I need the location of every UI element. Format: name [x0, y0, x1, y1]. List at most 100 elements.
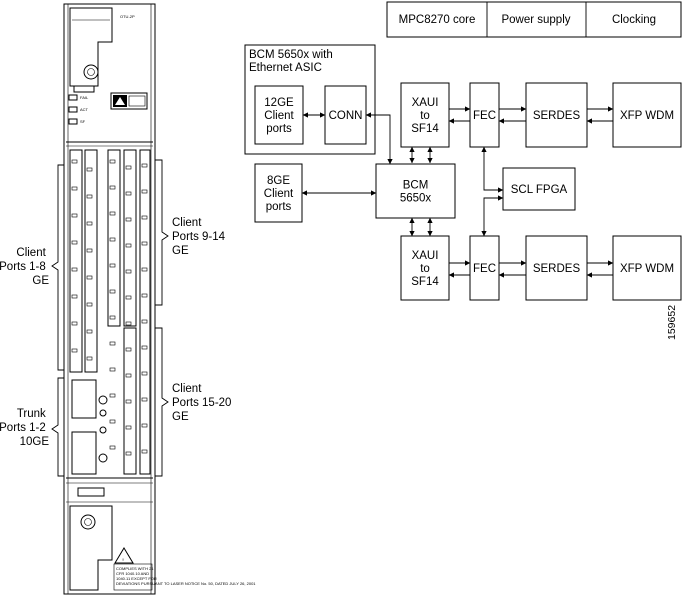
client-port-led	[109, 211, 116, 216]
client-port-led	[86, 302, 93, 307]
block-fec-bottom: FEC	[469, 235, 500, 301]
block-serdes-bottom: SERDES	[525, 235, 588, 301]
block-serdes-bottom-label: SERDES	[533, 263, 581, 275]
block-conn: CONN	[324, 85, 367, 145]
client-port-led	[141, 293, 148, 298]
port-column-15-20	[123, 327, 137, 475]
block-conn-box	[324, 85, 367, 145]
client-port-led	[86, 329, 93, 334]
client-port-led	[109, 159, 116, 164]
callout-client-1-8: Client Ports 1-8 GE	[0, 164, 64, 371]
block-xaui-bottom-label: XAUI	[412, 250, 439, 262]
client-port-led	[141, 449, 148, 454]
led-fail-label: FAIL	[80, 95, 89, 100]
client-port-led	[125, 165, 132, 170]
client-port-led	[141, 215, 148, 220]
block-bcm-label: 5650x	[400, 193, 432, 205]
trunk-port-2-led	[98, 453, 108, 463]
block-client12-label: 12GE	[264, 97, 294, 109]
bottom-ejector-latch[interactable]	[69, 505, 113, 591]
client-port-led	[71, 348, 78, 353]
block-client8-label: ports	[266, 201, 292, 213]
link-scl-fec-bottom	[481, 195, 504, 237]
link-conn-bcm	[365, 112, 393, 165]
port-column-right	[139, 149, 151, 475]
client-port-led	[109, 263, 116, 268]
client-port-led	[125, 243, 132, 248]
figure-id: 159652	[666, 305, 678, 340]
block-xfp-bottom: XFP WDM	[612, 235, 682, 301]
top-ejector-latch[interactable]	[69, 7, 113, 93]
client-port-led	[71, 240, 78, 245]
trunk-port-2[interactable]	[71, 431, 97, 475]
client-port-led	[141, 163, 148, 168]
compliance-text: COMPLIES WITH 21 CFR 1040.10 AND 1040.11…	[116, 566, 256, 586]
client-port-led	[125, 373, 132, 378]
block-xfp-bottom-box	[612, 235, 682, 301]
trunk-port-section	[71, 379, 108, 475]
callout-trunk-1-2: Trunk Ports 1-2 10GE	[0, 377, 64, 477]
client-port-led	[125, 269, 132, 274]
client-port-led	[86, 356, 93, 361]
client-port-led	[71, 321, 78, 326]
block-clocking: Clocking	[612, 14, 656, 26]
client-port-led	[141, 189, 148, 194]
client-port-led	[109, 341, 116, 346]
block-xfp-top-box	[612, 82, 682, 148]
block-client8-label: Client	[264, 188, 294, 200]
connectors	[301, 106, 614, 278]
client-port-led	[125, 347, 132, 352]
client-port-led	[141, 397, 148, 402]
client-port-led	[125, 399, 132, 404]
block-client12-label: ports	[266, 123, 292, 135]
laser-warning-label	[110, 92, 148, 110]
card-header-text: OTU-2P	[120, 14, 135, 19]
client-port-led	[109, 185, 116, 190]
led-act-label: ACT	[80, 107, 89, 112]
callout-client-1-8-label: Client Ports 1-8 GE	[0, 247, 49, 287]
block-xaui-top-label: SF14	[411, 123, 439, 135]
block-xaui-bottom-label: to	[420, 263, 430, 275]
block-serdes-bottom-box	[525, 235, 588, 301]
client-port-led	[71, 294, 78, 299]
client-port-led	[141, 319, 148, 324]
block-client8-box	[254, 163, 303, 223]
block-xaui-top-label: XAUI	[412, 97, 439, 109]
block-serdes-top-label: SERDES	[533, 110, 581, 122]
block-fec-bottom-label: FEC	[473, 263, 496, 275]
client-port-led	[141, 423, 148, 428]
card-handle-slot	[77, 487, 105, 497]
trunk-port-1[interactable]	[71, 379, 97, 419]
block-fec-top: FEC	[469, 82, 500, 148]
client-port-led	[86, 248, 93, 253]
block-mpc8270-core: MPC8270 core	[399, 14, 476, 26]
block-power-supply: Power supply	[501, 14, 570, 26]
client-port-led	[141, 345, 148, 350]
led-group: FAIL ACT SF	[68, 94, 89, 125]
trunk-port-1-led	[98, 395, 108, 405]
block-serdes-top-box	[525, 82, 588, 148]
bottom-warning-label: ! COMPLIES WITH 21 CFR 1040.10 AND 1040.…	[113, 547, 256, 591]
callout-client-15-20-label: Client Ports 15-20 GE	[172, 383, 235, 423]
client-port-led	[86, 275, 93, 280]
client-port-led	[71, 213, 78, 218]
card-faceplate: OTU-2P FAIL ACT SF	[63, 3, 256, 595]
block-xaui-bottom-label: SF14	[411, 276, 439, 288]
callout-client-9-14-label: Client Ports 9-14 GE	[172, 217, 228, 257]
block-xaui-bottom-box	[400, 235, 450, 301]
client-port-led	[109, 419, 116, 424]
block-bcm-label: BCM	[403, 180, 429, 192]
client-port-led	[141, 241, 148, 246]
functional-blocks: 12GEClientportsCONN8GEClientportsBCM5650…	[254, 82, 682, 301]
client-port-led	[86, 194, 93, 199]
block-scl-box	[502, 167, 576, 211]
block-conn-label: CONN	[329, 110, 363, 122]
client-port-led	[86, 167, 93, 172]
client-port-led	[125, 451, 132, 456]
block-fec-top-label: FEC	[473, 110, 496, 122]
led-fail	[68, 94, 78, 101]
